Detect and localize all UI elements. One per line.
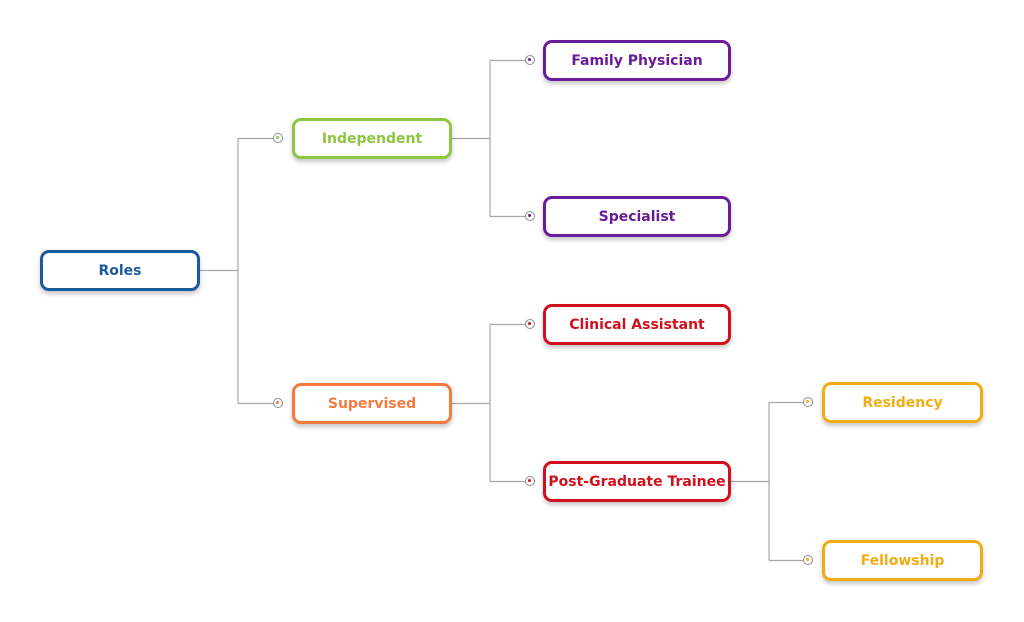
node-clinical-assistant-label: Clinical Assistant [569,316,705,333]
connector-supervised [452,323,525,483]
connector-dot-independent [273,133,283,143]
connector-dot-post-graduate-trainee [525,476,535,486]
node-clinical-assistant[interactable]: Clinical Assistant [543,304,731,345]
connector-dot-supervised [273,398,283,408]
connector-dot-specialist [525,211,535,221]
node-supervised-label: Supervised [327,395,417,412]
node-residency-label: Residency [862,394,943,411]
connector-dot-clinical-assistant [525,319,535,329]
connector-roles [200,137,273,405]
node-independent[interactable]: Independent [292,118,452,159]
connector-dot-fellowship [803,555,813,565]
node-family-physician[interactable]: Family Physician [543,40,731,81]
connector-independent [452,59,525,218]
node-supervised[interactable]: Supervised [292,383,452,424]
node-post-graduate-trainee-label: Post-Graduate Trainee [548,473,726,490]
node-independent-label: Independent [321,130,423,147]
node-roles[interactable]: Roles [40,250,200,291]
node-specialist-label: Specialist [598,208,676,225]
node-fellowship[interactable]: Fellowship [822,540,983,581]
connector-postgrad [731,401,803,562]
node-roles-label: Roles [98,262,142,279]
connector-dot-family-physician [525,55,535,65]
node-fellowship-label: Fellowship [860,552,945,569]
node-residency[interactable]: Residency [822,382,983,423]
connector-dot-residency [803,397,813,407]
node-specialist[interactable]: Specialist [543,196,731,237]
node-family-physician-label: Family Physician [571,52,703,69]
node-post-graduate-trainee[interactable]: Post-Graduate Trainee [543,461,731,502]
